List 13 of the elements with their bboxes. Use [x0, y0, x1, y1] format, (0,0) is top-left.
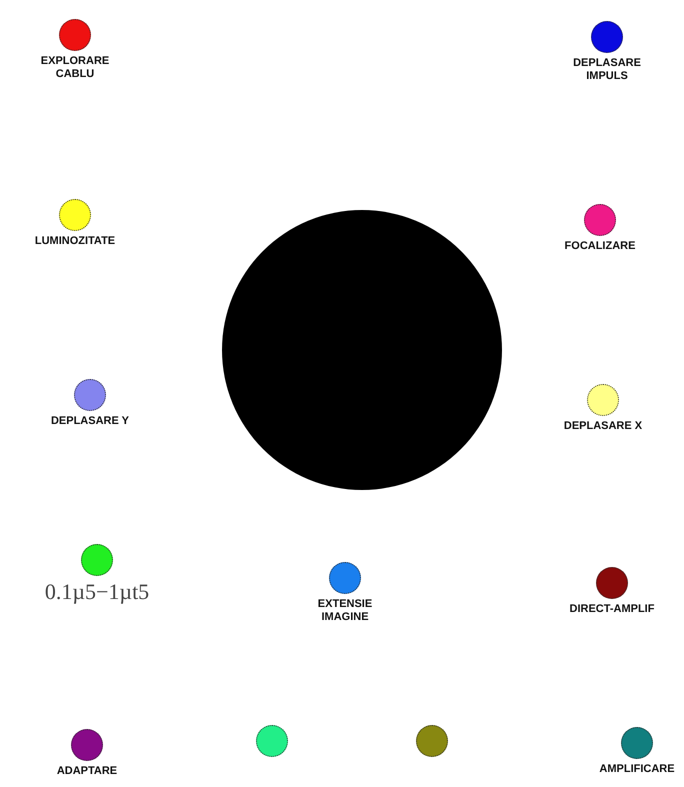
- knob-label: DEPLASARE Y: [50, 415, 130, 428]
- knob-label: DEPLASARE IMPULS: [572, 57, 642, 83]
- knob-label: AMPLIFICARE: [599, 763, 675, 776]
- knob-label: DIRECT-AMPLIF: [570, 603, 654, 616]
- knob-label: DEPLASARE X: [564, 420, 642, 433]
- knob-label: LUMINOZITATE: [34, 235, 116, 248]
- knob-label: EXPLORARE CABLU: [40, 55, 110, 81]
- control-knob: [256, 725, 288, 757]
- control-knob: [416, 725, 448, 757]
- knob-label: ADAPTARE: [56, 765, 118, 778]
- knob-label: FOCALIZARE: [564, 240, 636, 253]
- knob-label: 0.1µ5−1µt5: [44, 580, 150, 604]
- knob-label: EXTENSIE IMAGINE: [316, 598, 374, 624]
